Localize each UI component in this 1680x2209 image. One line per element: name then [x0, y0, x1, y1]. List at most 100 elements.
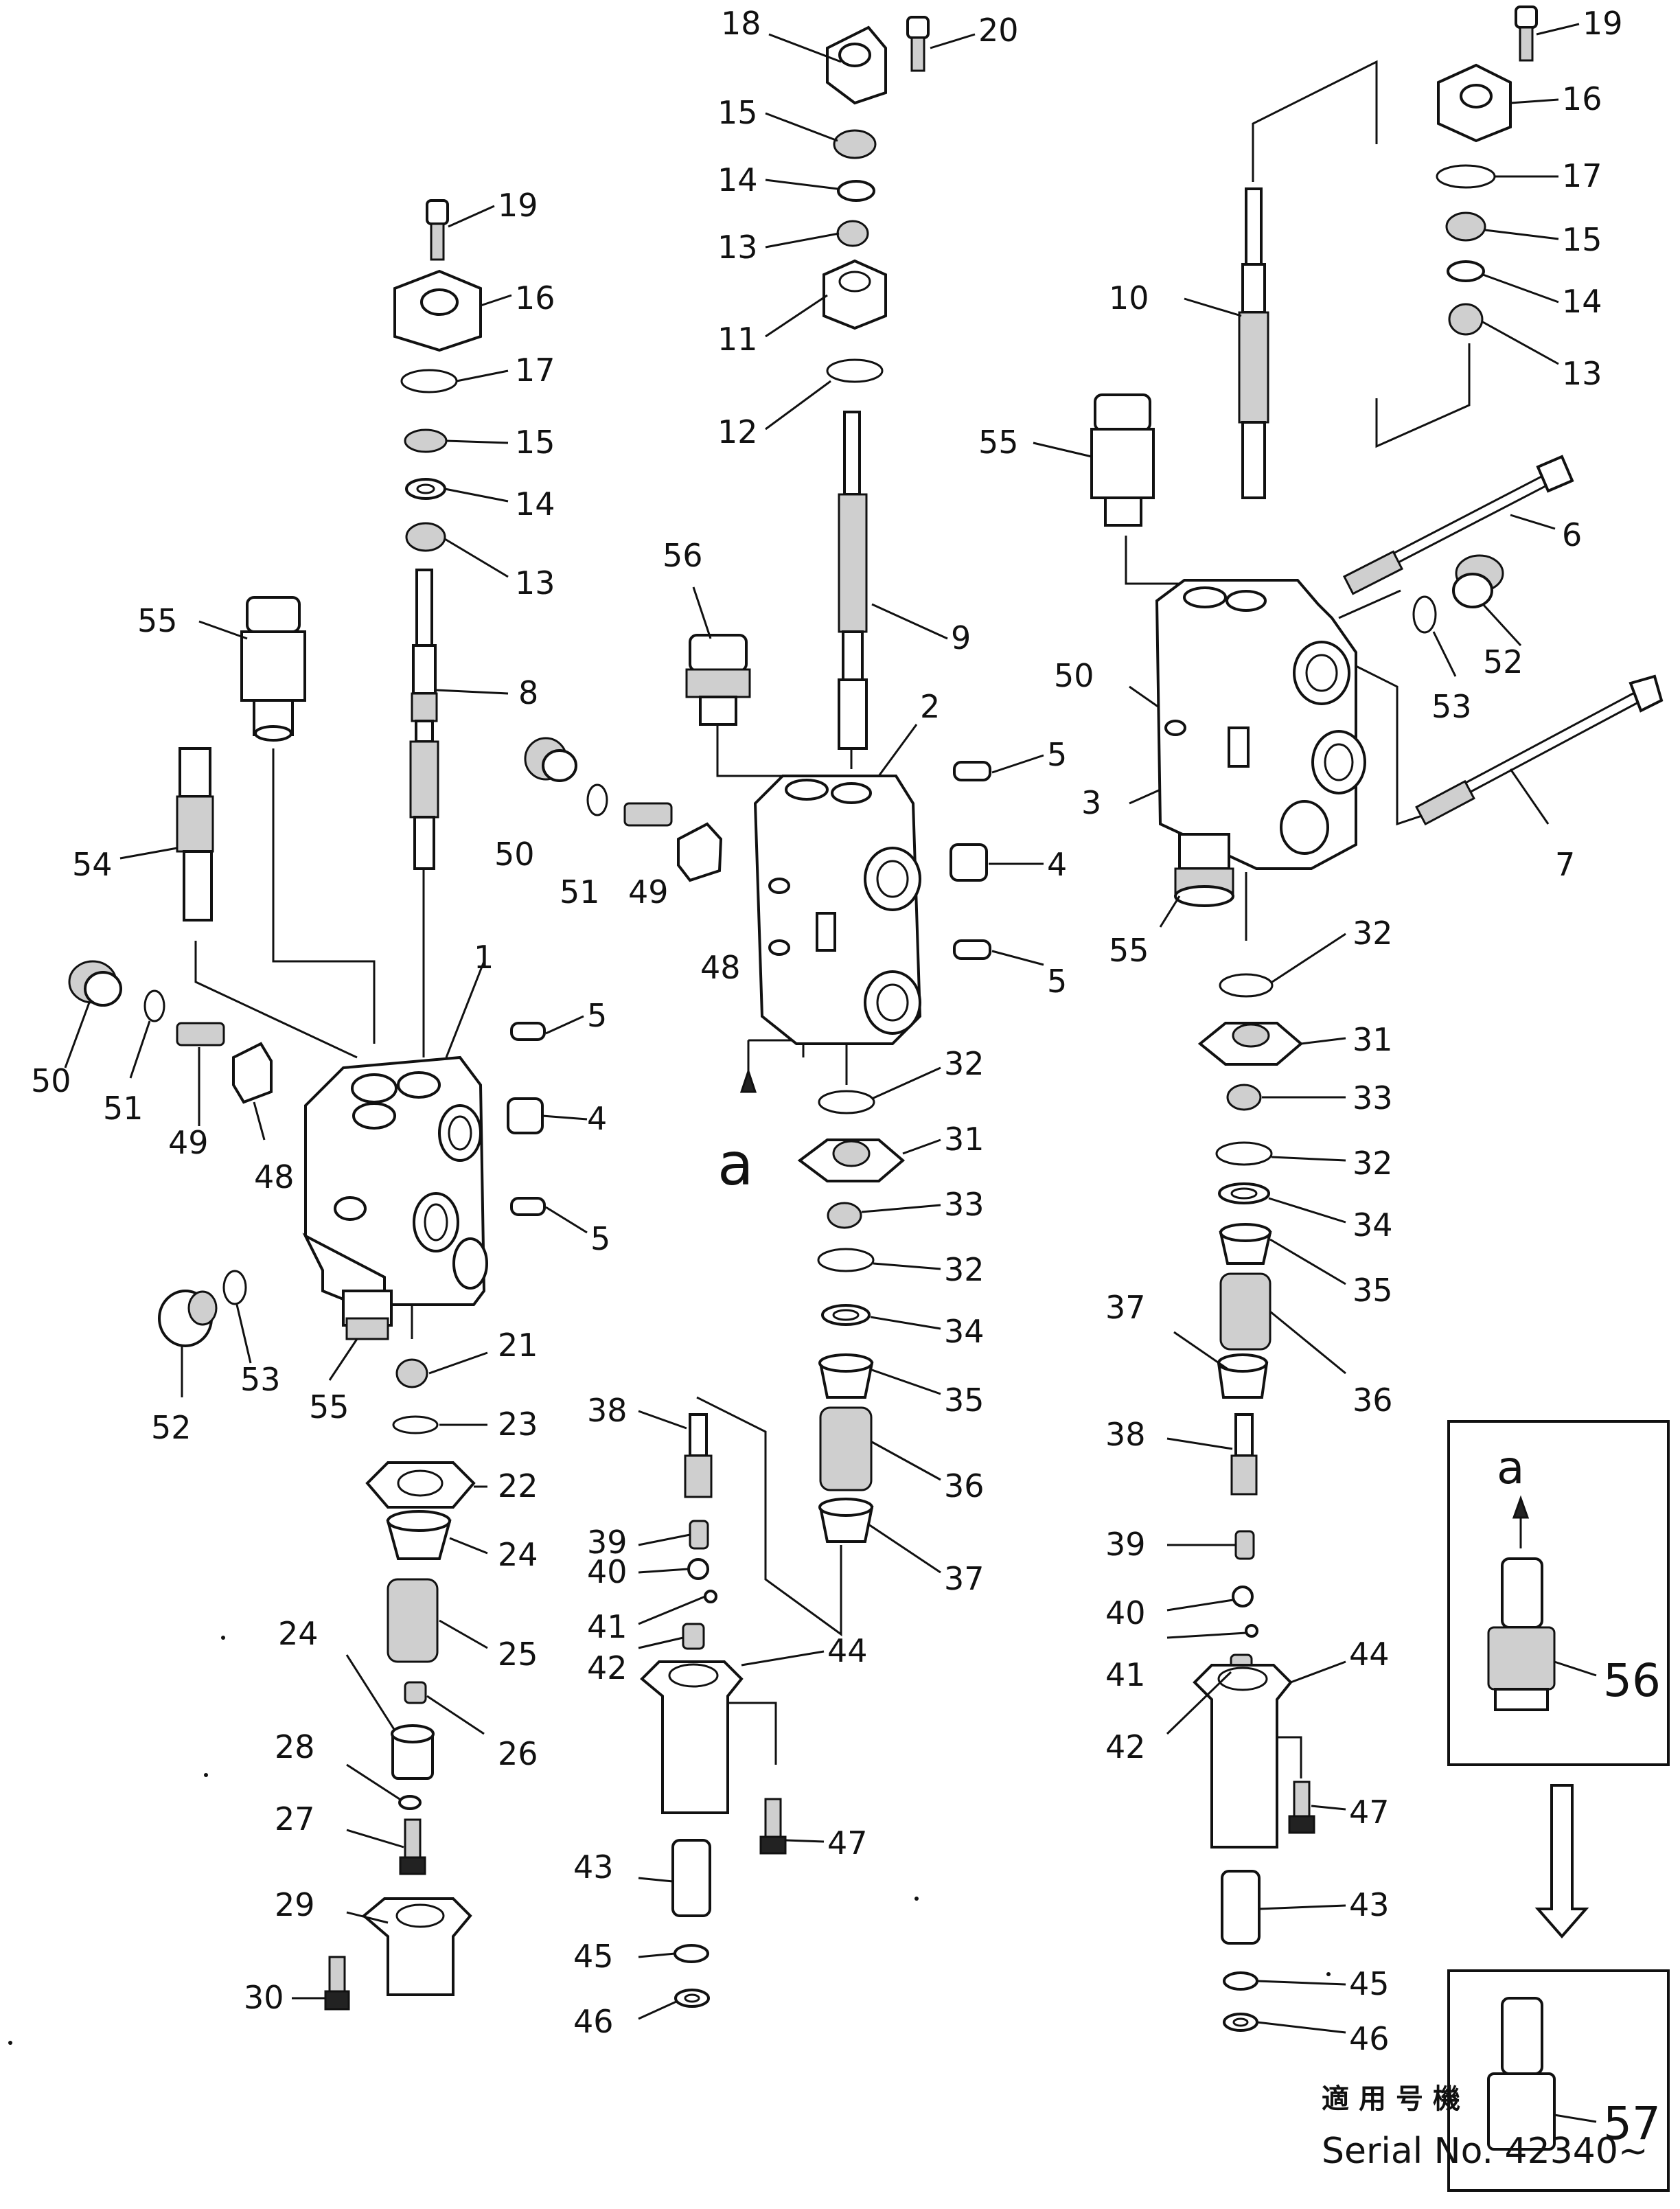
- label-23: 23: [498, 1406, 538, 1443]
- cap-44-right: [1193, 1664, 1293, 1849]
- label-13: 13: [717, 229, 758, 266]
- relief-valve-55-right-top: [1090, 393, 1155, 527]
- label-17-right: 17: [1562, 157, 1602, 194]
- label-56: 56: [663, 537, 703, 574]
- label-33: 33: [944, 1186, 985, 1223]
- inset-arrow: [1534, 1784, 1589, 1939]
- label-50-right: 50: [1054, 657, 1094, 694]
- label-44-right: 44: [1349, 1636, 1390, 1673]
- label-52-right: 52: [1483, 643, 1523, 680]
- spool-8: [409, 569, 439, 870]
- label-43-right: 43: [1349, 1886, 1390, 1923]
- poppet-38-right: [1230, 1413, 1258, 1496]
- label-5b: 5: [1047, 963, 1067, 1000]
- inset-replacement: [1447, 1969, 1670, 2192]
- label-28: 28: [275, 1728, 315, 1765]
- label-21: 21: [498, 1327, 538, 1364]
- spool-9: [838, 411, 868, 750]
- inset-view-a: [1447, 1420, 1670, 1766]
- label-36-right: 36: [1353, 1382, 1393, 1419]
- label-38: 38: [587, 1392, 628, 1429]
- label-5: 5: [1047, 736, 1067, 773]
- relief-valve-55-left: [240, 596, 306, 742]
- left-valve-section: [68, 199, 546, 2011]
- poppet-38-middle: [684, 1413, 713, 1498]
- label-6: 6: [1562, 516, 1582, 553]
- label-44: 44: [827, 1632, 868, 1669]
- label-55-right-top: 55: [978, 424, 1019, 461]
- label-33-right: 33: [1353, 1079, 1393, 1117]
- label-54: 54: [72, 846, 113, 883]
- label-1: 1: [474, 939, 494, 976]
- label-53-left: 53: [240, 1361, 281, 1398]
- label-42-right: 42: [1105, 1728, 1146, 1765]
- label-14-left: 14: [515, 485, 555, 523]
- inset-label-56: 56: [1603, 1654, 1661, 1707]
- label-34: 34: [944, 1313, 985, 1350]
- valve-54: [176, 747, 214, 922]
- label-55-left: 55: [137, 602, 178, 639]
- label-17-left: 17: [515, 352, 555, 389]
- label-51: 51: [560, 873, 600, 911]
- label-47: 47: [827, 1824, 868, 1862]
- label-46-right: 46: [1349, 2020, 1390, 2057]
- label-52-left: 52: [151, 1409, 192, 1446]
- label-31-right: 31: [1353, 1021, 1393, 1058]
- label-18: 18: [721, 5, 761, 42]
- label-32b-right: 32: [1353, 1145, 1393, 1182]
- label-29: 29: [275, 1886, 315, 1923]
- label-26: 26: [498, 1735, 538, 1772]
- label-49-left: 49: [168, 1124, 209, 1161]
- label-55-left-bottom: 55: [309, 1388, 349, 1426]
- label-14: 14: [717, 161, 758, 198]
- label-5b-left: 5: [590, 1220, 610, 1257]
- label-40-right: 40: [1105, 1594, 1146, 1632]
- label-24: 24: [498, 1536, 538, 1573]
- plug-50-middle: [524, 737, 577, 782]
- label-8: 8: [518, 674, 538, 711]
- label-10: 10: [1109, 279, 1149, 317]
- label-50-left: 50: [31, 1062, 71, 1099]
- label-42: 42: [587, 1649, 628, 1686]
- label-43: 43: [573, 1849, 614, 1886]
- label-46: 46: [573, 2003, 614, 2040]
- label-47-right: 47: [1349, 1794, 1390, 1831]
- label-19-left: 19: [498, 187, 538, 224]
- serial-number: Serial No. 42340~: [1322, 2131, 1648, 2172]
- valve-body-3: [1155, 579, 1366, 870]
- spool-10: [1238, 187, 1269, 499]
- label-55-right-bottom: 55: [1109, 932, 1149, 969]
- label-14-right: 14: [1562, 283, 1602, 320]
- valve-body-2: [753, 775, 922, 1045]
- plug-52-right: [1452, 554, 1504, 608]
- label-49: 49: [628, 873, 669, 911]
- plug-50-left: [68, 960, 122, 1007]
- label-32-right: 32: [1353, 915, 1393, 952]
- label-22: 22: [498, 1467, 538, 1504]
- label-3: 3: [1081, 784, 1101, 821]
- label-48-left: 48: [254, 1158, 295, 1195]
- label-9: 9: [951, 619, 971, 656]
- valve-56-middle: [685, 634, 751, 726]
- label-13-left: 13: [515, 564, 555, 602]
- label-37: 37: [944, 1560, 985, 1597]
- label-38-right: 38: [1105, 1416, 1146, 1453]
- label-25: 25: [498, 1636, 538, 1673]
- label-4: 4: [1047, 846, 1067, 883]
- label-15-right: 15: [1562, 221, 1602, 258]
- label-20: 20: [978, 12, 1019, 49]
- label-12: 12: [717, 413, 758, 450]
- label-31: 31: [944, 1121, 985, 1158]
- inset-label-57: 57: [1603, 2097, 1661, 2150]
- label-35-right: 35: [1353, 1272, 1393, 1309]
- label-11: 11: [717, 321, 758, 358]
- label-50: 50: [494, 836, 535, 873]
- label-16-left: 16: [515, 279, 555, 317]
- tie-bolt-6: [1342, 455, 1574, 595]
- leader-lines: [64, 23, 1597, 2123]
- relief-valve-55-right-bottom: [1174, 833, 1234, 907]
- label-32: 32: [944, 1045, 985, 1082]
- middle-valve-section: [524, 16, 991, 2008]
- screw-19-left: [426, 199, 449, 261]
